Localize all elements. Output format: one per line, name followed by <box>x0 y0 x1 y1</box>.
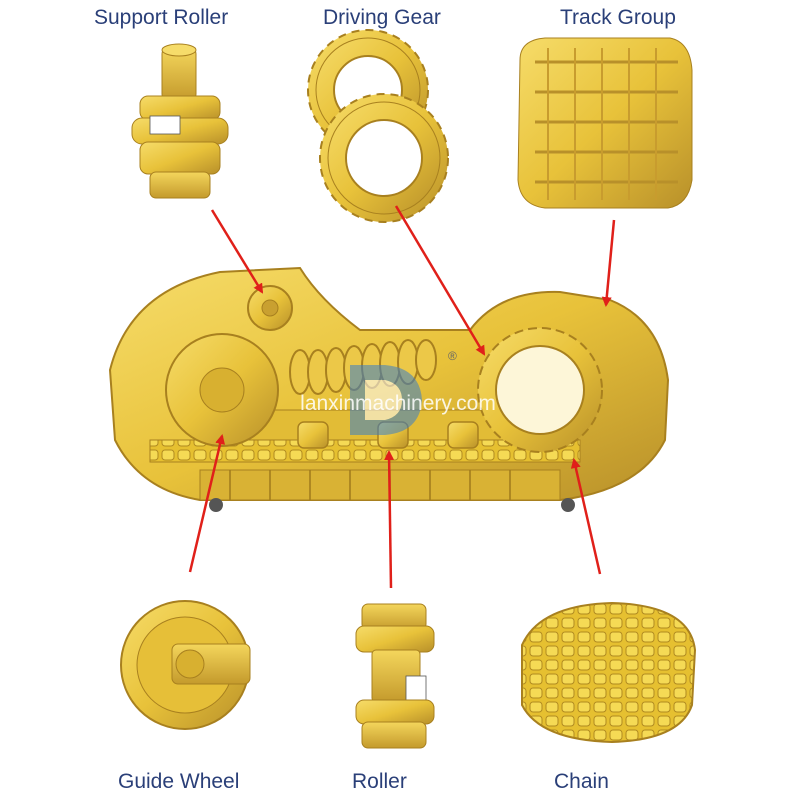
support-roller-image <box>131 43 229 199</box>
label-driving-gear: Driving Gear <box>323 6 441 29</box>
track-group-image <box>517 37 693 209</box>
label-support-roller: Support Roller <box>94 6 229 29</box>
arrow-guide-wheel <box>188 434 226 573</box>
watermark-text: lanxinmachinery.com <box>300 392 496 415</box>
registered-mark: ® <box>448 349 457 363</box>
arrow-support-roller <box>210 209 264 294</box>
arrow-chain <box>570 458 602 575</box>
arrow-roller <box>384 450 395 589</box>
arrow-track-group <box>601 219 616 307</box>
label-track-group: Track Group <box>560 6 676 29</box>
guide-wheel-image <box>120 600 251 730</box>
driving-gear-image <box>307 29 449 223</box>
roller-image <box>355 603 435 749</box>
chain-image <box>521 601 697 744</box>
label-chain: Chain <box>554 770 609 793</box>
undercarriage-assembly-image <box>108 266 670 512</box>
label-guide-wheel: Guide Wheel <box>118 770 240 793</box>
label-roller: Roller <box>352 770 407 793</box>
arrow-driving-gear <box>394 205 486 356</box>
